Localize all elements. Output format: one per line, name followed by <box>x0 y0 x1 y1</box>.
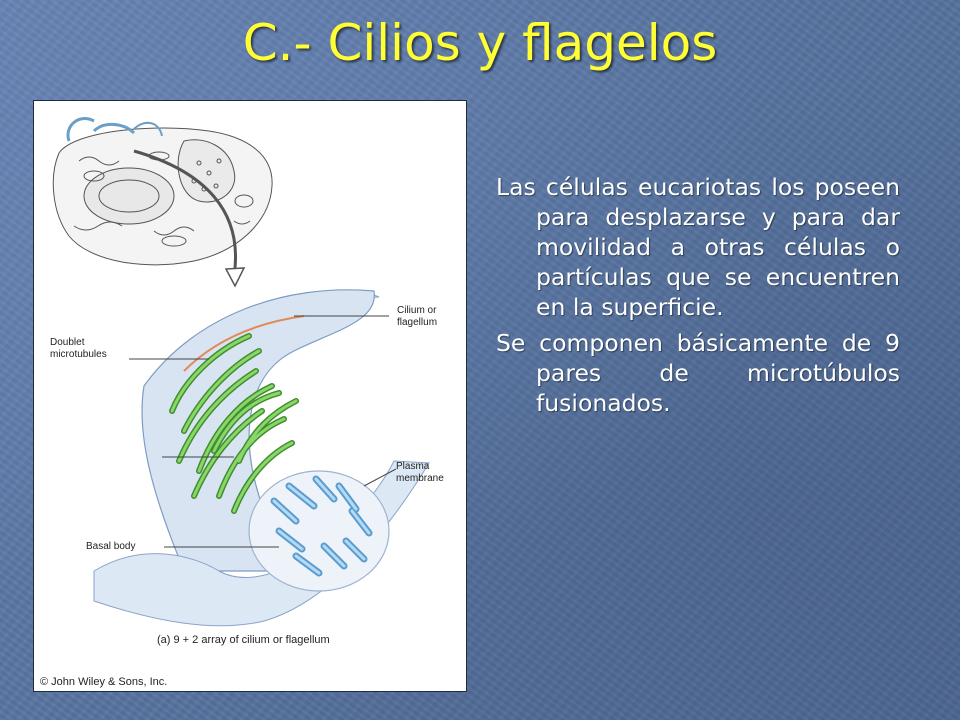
figure-caption: (a) 9 + 2 array of cilium or flagellum <box>157 634 330 646</box>
label-plasma-membrane: Plasma membrane <box>396 461 444 484</box>
basal-body <box>93 460 430 627</box>
cell-sketch <box>52 117 273 266</box>
zoom-arrow <box>133 149 237 277</box>
microtubule-doublets <box>169 333 299 514</box>
leader-lines <box>129 315 397 548</box>
label-basal-body: Basal body <box>86 541 136 552</box>
figure-copyright: © John Wiley & Sons, Inc. <box>40 676 168 688</box>
cilium-illustration <box>52 117 430 627</box>
slide-title: C.- Cilios y flagelos <box>242 14 718 72</box>
slide-body: Las células eucariotas los poseen para d… <box>496 172 900 424</box>
label-doublet-microtubules: Doublet microtubules <box>50 337 107 360</box>
paragraph-2: Se componen básicamente de 9 pares de mi… <box>496 329 900 417</box>
cilium-diagram: Cilium or flagellum Doublet microtubules… <box>33 100 467 692</box>
label-cilium-or-flagellum: Cilium or flagellum <box>397 305 438 328</box>
paragraph-1: Las células eucariotas los poseen para d… <box>496 173 900 321</box>
